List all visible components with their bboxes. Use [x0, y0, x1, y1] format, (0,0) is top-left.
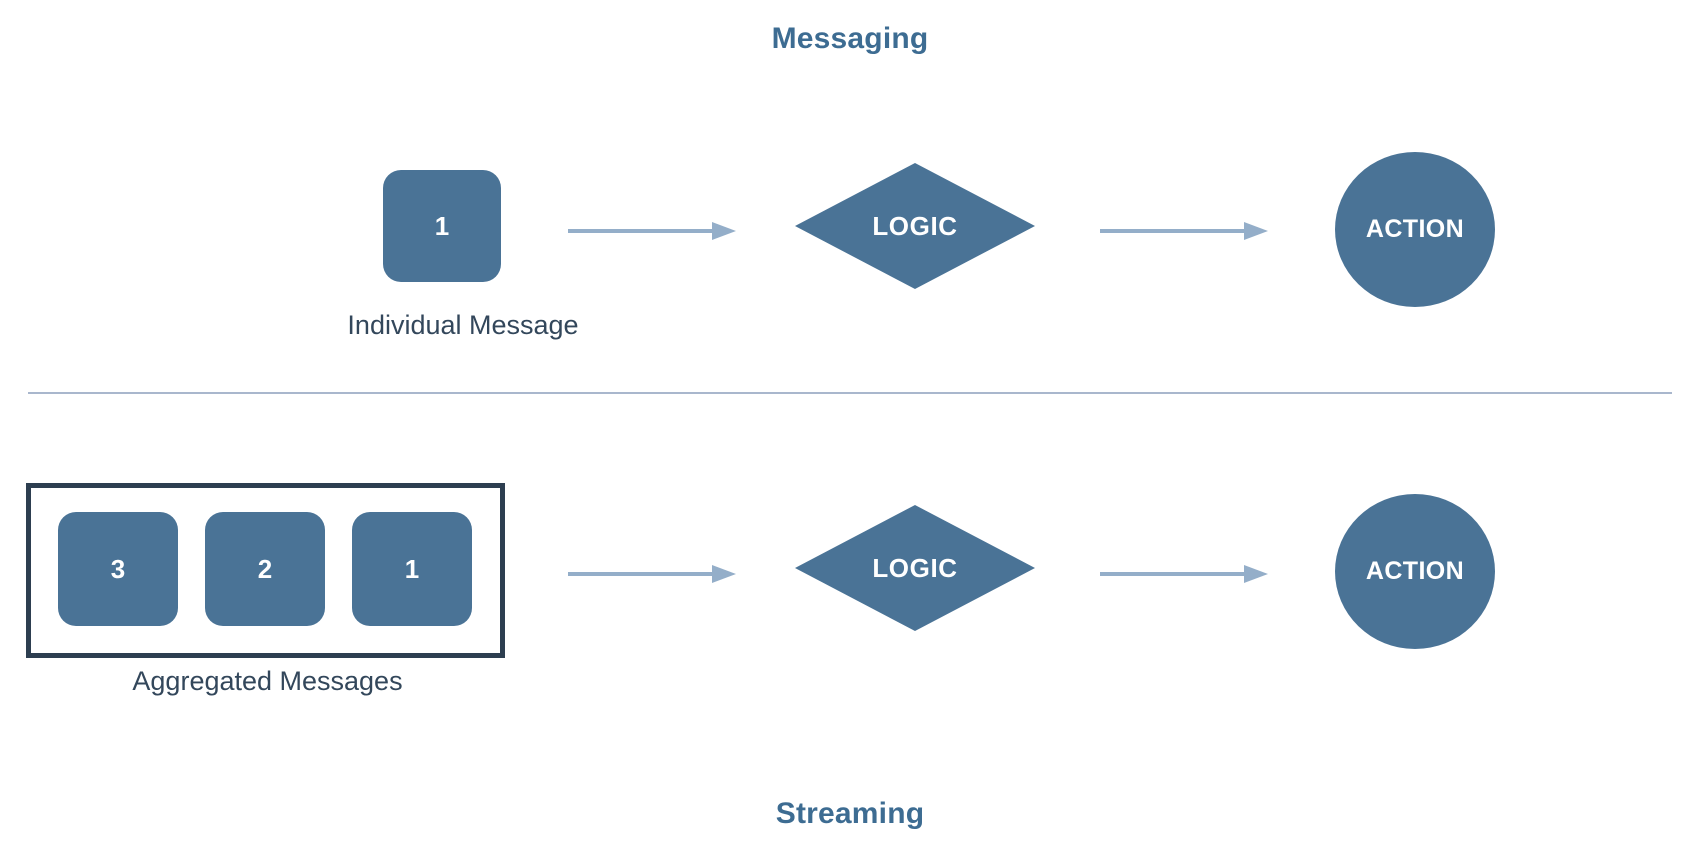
message-box-2: 2: [205, 512, 325, 626]
messaging-section-title: Messaging: [771, 22, 929, 55]
logic-diamond-row1: LOGIC: [795, 163, 1035, 289]
logic-diamond-shape: [795, 505, 1035, 631]
action-circle-row2: ACTION: [1335, 494, 1495, 649]
individual-message-caption: Individual Message: [347, 310, 579, 340]
action-circle-row1: ACTION: [1335, 152, 1495, 307]
logic-diamond-shape: [795, 163, 1035, 289]
streaming-section-title: Streaming: [775, 797, 925, 830]
message-box-1-streaming: 1: [352, 512, 472, 626]
arrow-message-to-logic-row1: [568, 219, 736, 243]
arrow-messages-to-logic-row2: [568, 562, 736, 586]
message-box-3: 3: [58, 512, 178, 626]
section-divider: [28, 392, 1672, 394]
aggregated-messages-caption: Aggregated Messages: [132, 666, 403, 696]
arrow-logic-to-action-row2: [1100, 562, 1268, 586]
logic-diamond-row2: LOGIC: [795, 505, 1035, 631]
message-box-1: 1: [383, 170, 501, 282]
arrow-logic-to-action-row1: [1100, 219, 1268, 243]
